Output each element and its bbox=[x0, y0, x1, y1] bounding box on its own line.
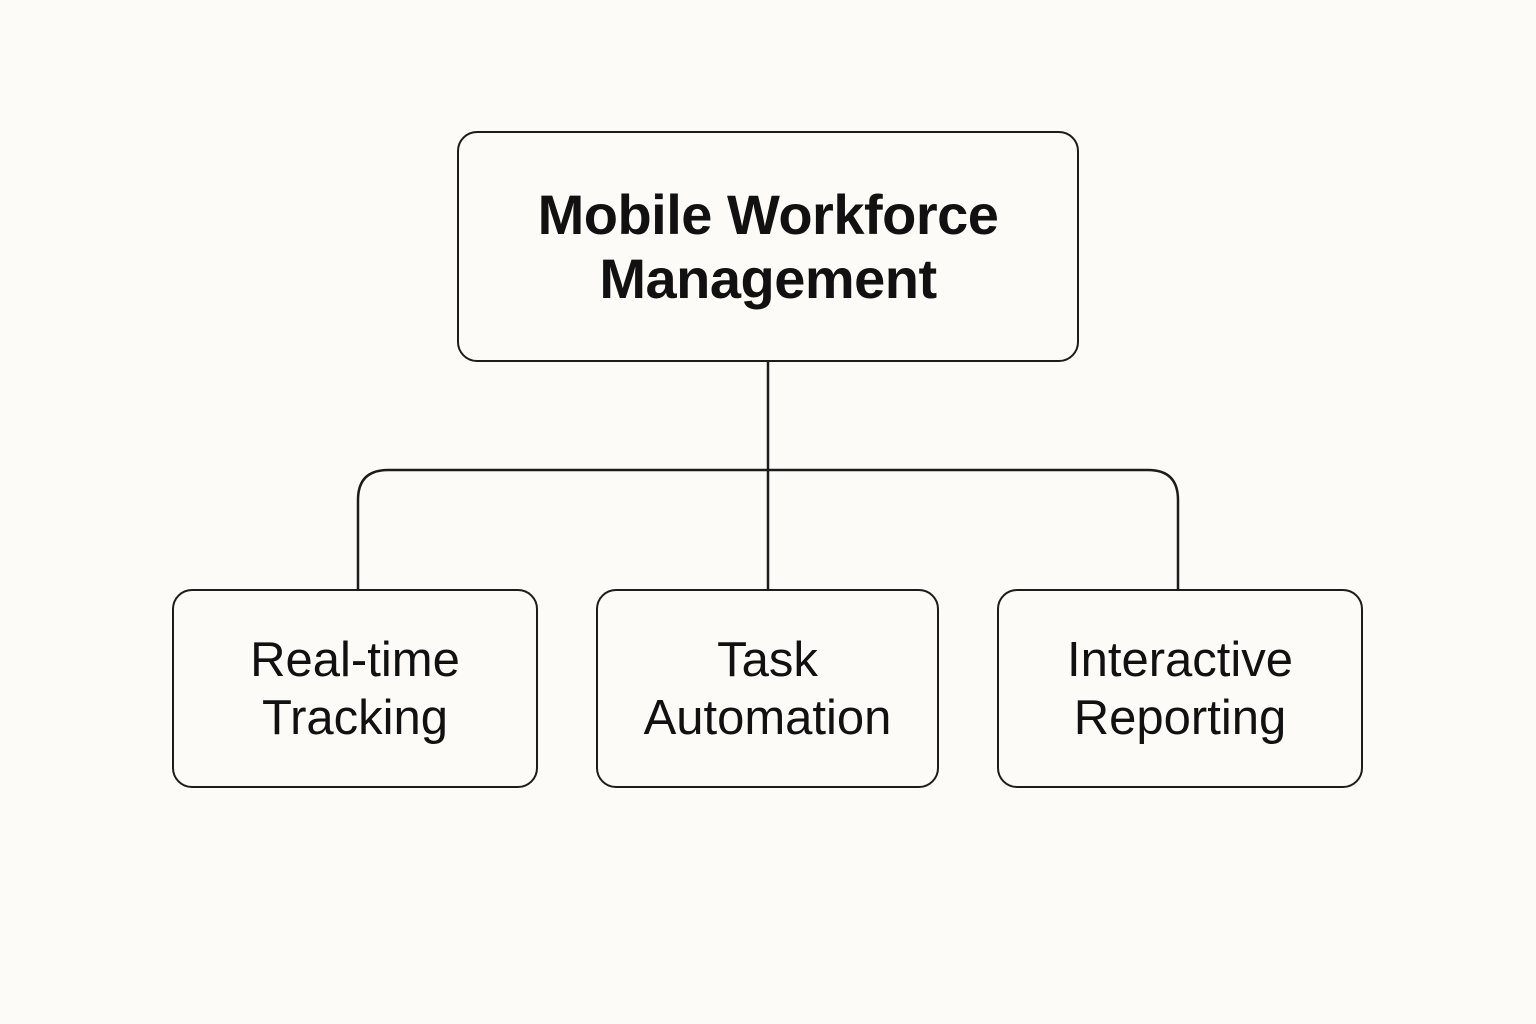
node-interactive-reporting: Interactive Reporting bbox=[997, 589, 1363, 788]
node-3-label-line-2: Reporting bbox=[1073, 690, 1287, 745]
node-root-label-line-2: Management bbox=[599, 246, 937, 310]
node-1-label-line-1: Real-time bbox=[250, 632, 460, 687]
node-root-label-line-1: Mobile Workforce bbox=[537, 182, 999, 246]
node-3-label-line-1: Interactive bbox=[1066, 632, 1294, 687]
node-1-label-line-2: Tracking bbox=[261, 690, 449, 745]
node-2-label-line-2: Automation bbox=[643, 690, 892, 745]
node-mobile-workforce-management: Mobile Workforce Management bbox=[457, 131, 1079, 362]
node-real-time-tracking: Real-time Tracking bbox=[172, 589, 538, 788]
node-task-automation: Task Automation bbox=[596, 589, 939, 788]
node-2-label-line-1: Task bbox=[717, 632, 818, 687]
